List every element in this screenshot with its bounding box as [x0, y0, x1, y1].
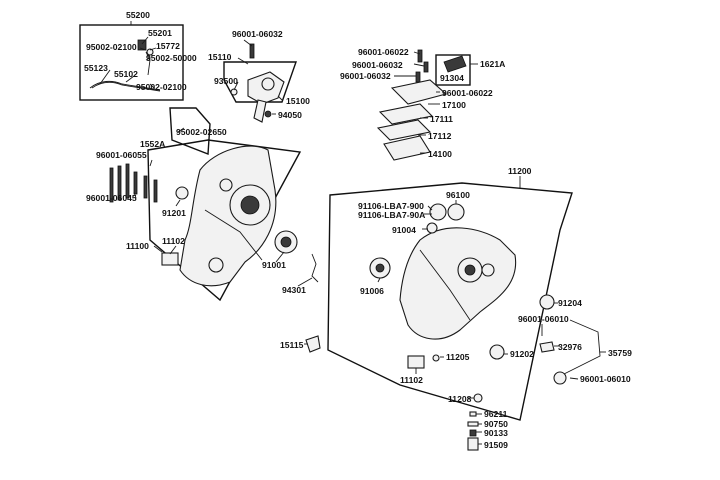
- label-95002-02100-b: 95002-02100: [136, 82, 187, 92]
- label-1621A: 1621A: [480, 59, 506, 69]
- label-91202: 91202: [510, 349, 534, 359]
- label-55123: 55123: [84, 63, 108, 73]
- label-95002-02100-a: 95002-02100: [86, 42, 137, 52]
- label-55102: 55102: [114, 69, 138, 79]
- label-91304: 91304: [440, 73, 464, 83]
- clamp-55201: [137, 39, 147, 51]
- seal-91202: [489, 344, 505, 360]
- label-17100: 17100: [442, 100, 466, 110]
- label-15772: 15772: [156, 41, 180, 51]
- label-15110: 15110: [208, 52, 232, 62]
- label-55200: 55200: [126, 10, 150, 20]
- pump-assembly-15100: [230, 43, 285, 123]
- label-11102-b: 11102: [400, 375, 423, 385]
- bearing-91106: [429, 203, 447, 221]
- frame-11200: [327, 182, 573, 421]
- label-11205: 11205: [446, 352, 470, 362]
- label-17111: 17111: [430, 114, 453, 124]
- label-96001-06032-b: 96001-06032: [352, 60, 403, 70]
- leader-lines: [99, 21, 606, 445]
- label-91004: 91004: [392, 225, 416, 235]
- washer-96211: [469, 411, 477, 417]
- fitting-15772: [146, 48, 154, 56]
- seal-91004: [426, 222, 438, 234]
- label-94301: 94301: [282, 285, 306, 295]
- sensor-35759: [559, 319, 601, 377]
- label-95002-50000: 95002-50000: [146, 53, 197, 63]
- label-91106-lba7-900: 91106-LBA7-900: [358, 201, 424, 211]
- left-crankcase-11100: [109, 145, 298, 287]
- label-96001-06032-a: 96001-06032: [232, 29, 283, 39]
- frame-55200: [79, 24, 184, 101]
- label-96001-06022-a: 96001-06022: [358, 47, 409, 57]
- label-11208: 11208: [448, 394, 472, 404]
- label-96001-06055: 96001-06055: [96, 150, 147, 160]
- reed-valve-stack: [376, 49, 467, 161]
- label-91201: 91201: [162, 208, 186, 218]
- bushing-11102-right: [407, 355, 425, 369]
- label-91001: 91001: [262, 260, 286, 270]
- bracket-32976: [539, 341, 555, 353]
- gasket-17111: [378, 103, 434, 125]
- clip-15115: [305, 335, 321, 353]
- hose-94301: [311, 253, 319, 283]
- spacer-17112: [376, 119, 432, 141]
- label-91106-lba7-90a: 91106-LBA7-90A: [358, 210, 426, 220]
- plug-91509: [467, 437, 479, 451]
- label-96001-06010-b: 96001-06010: [580, 374, 631, 384]
- frame-1552A: [169, 107, 211, 155]
- oring-90750: [467, 421, 479, 427]
- label-11200: 11200: [508, 166, 532, 176]
- label-96001-06022-b: 96001-06022: [442, 88, 493, 98]
- label-96001-06032-c: 96001-06032: [340, 71, 391, 81]
- label-96001-06010-a: 96001-06010: [518, 314, 569, 324]
- label-95002-02650: 95002-02650: [176, 127, 227, 137]
- label-93500: 93500: [214, 76, 238, 86]
- part-11208: [473, 393, 483, 403]
- bushing-11102: [161, 252, 179, 266]
- label-91509: 91509: [484, 440, 508, 450]
- label-96211: 96211: [484, 409, 508, 419]
- label-1552A: 1552A: [140, 139, 166, 149]
- bearing-96100: [447, 203, 465, 221]
- frame-91304: [435, 54, 471, 86]
- reed-14100: [383, 135, 431, 161]
- pin-11205: [432, 354, 440, 362]
- label-14100: 14100: [428, 149, 452, 159]
- label-35759: 35759: [608, 348, 632, 358]
- label-55201: 55201: [148, 28, 172, 38]
- hose-assembly-55200: [89, 39, 161, 92]
- label-94050: 94050: [278, 110, 302, 120]
- part-91304: [443, 55, 467, 73]
- label-91006: 91006: [360, 286, 384, 296]
- washer-94050: [264, 110, 272, 118]
- label-90133: 90133: [484, 428, 508, 438]
- intake-17100: [390, 79, 448, 105]
- bolt-90133: [469, 429, 477, 437]
- label-96001-06045: 96001-06045: [86, 193, 137, 203]
- bolts-96001: [109, 163, 158, 203]
- label-15100: 15100: [286, 96, 310, 106]
- label-15115: 15115: [280, 340, 304, 350]
- label-11102-a: 11102: [162, 236, 185, 246]
- label-91204: 91204: [558, 298, 582, 308]
- label-90750: 90750: [484, 419, 508, 429]
- label-17112: 17112: [428, 131, 452, 141]
- label-11100: 11100: [126, 241, 149, 251]
- right-crankcase-11200: [369, 203, 555, 369]
- label-32976: 32976: [558, 342, 582, 352]
- seal-91201: [175, 186, 189, 200]
- label-96100: 96100: [446, 190, 470, 200]
- bolt-96001-06032: [249, 43, 255, 59]
- seal-91204: [539, 294, 555, 310]
